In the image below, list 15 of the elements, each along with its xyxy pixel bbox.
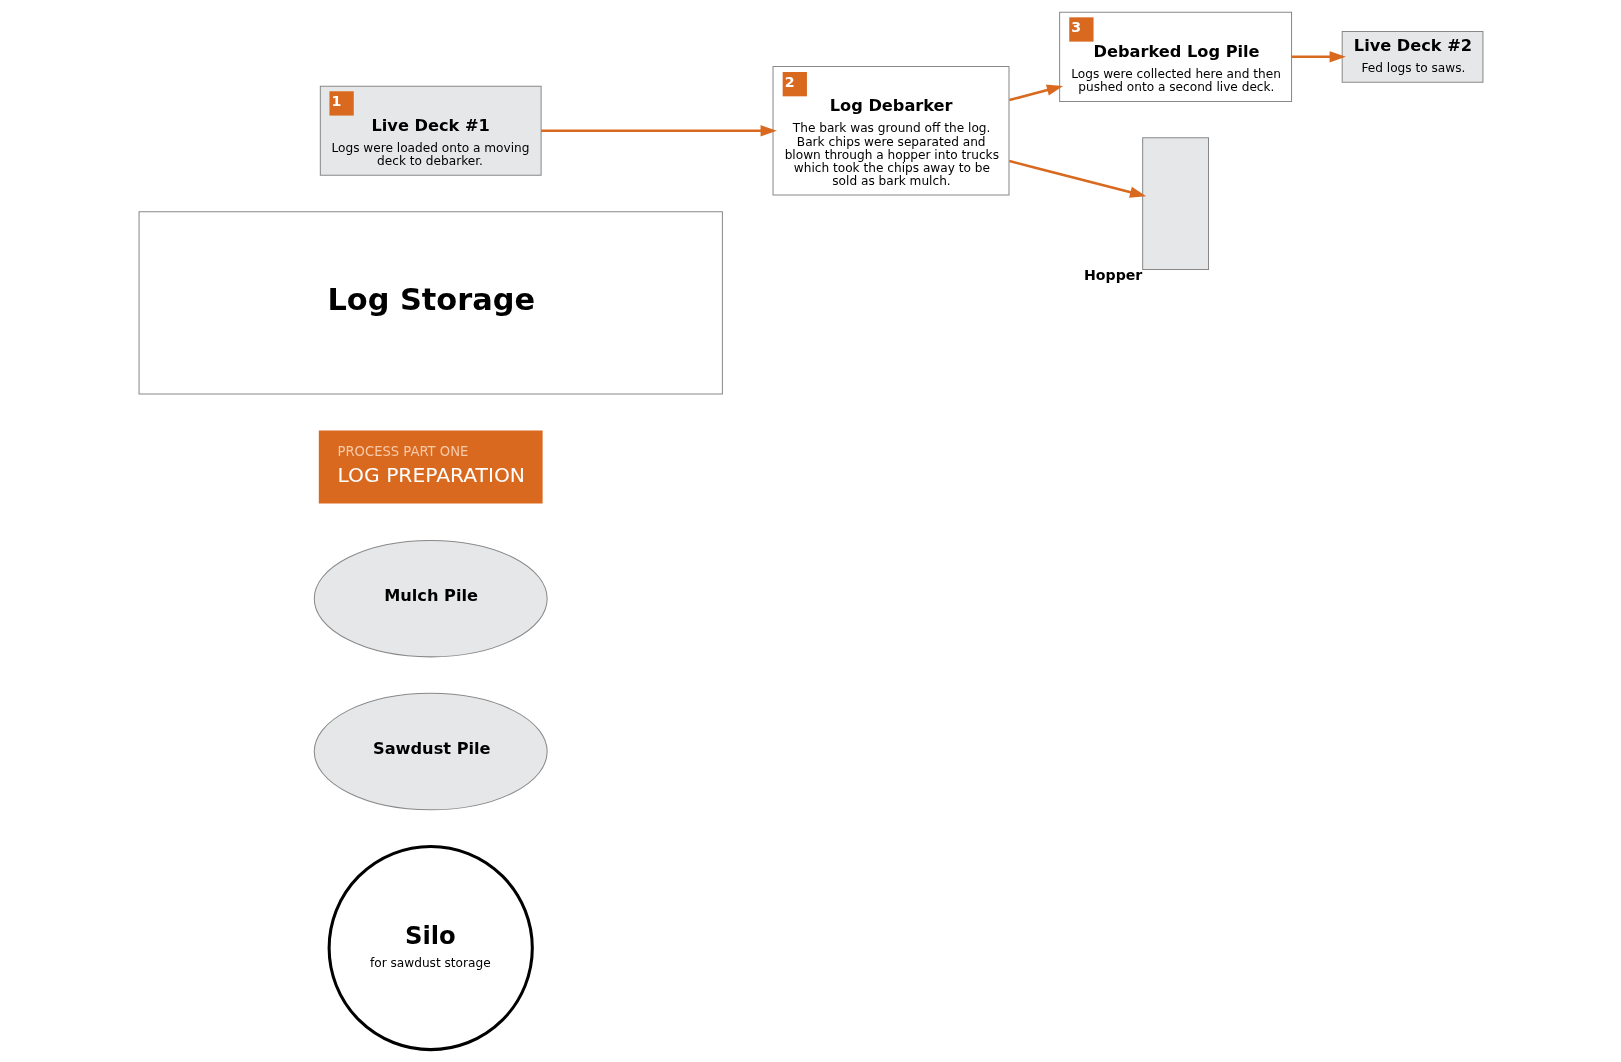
node-box: 2 Log Debarker The bark was ground off the log. Bark chips were separated and blown through a hopper into trucks which took the chips away to be sold as bark mulch. — [772, 65, 1009, 196]
node-box: Live Deck #2 Fed logs to saws. — [1341, 31, 1483, 83]
node-box: 3 Debarked Log Pile Logs were collected here and then pushed onto a second live deck. — [1058, 11, 1292, 102]
arrow — [1008, 159, 1146, 198]
node-circle: Silo for sawdust storage — [327, 844, 534, 1052]
node-box: Log Storage — [138, 211, 723, 395]
node-ellipse: Mulch Pile — [313, 539, 548, 658]
arrow — [540, 125, 777, 137]
node-box: PROCESS PART ONE LOG PREPARATION — [318, 430, 543, 504]
node-box — [1141, 137, 1209, 270]
node-ellipse: Sawdust Pile — [313, 692, 548, 811]
arrow — [1291, 51, 1346, 63]
arrow — [1008, 84, 1063, 102]
node-label: Hopper — [1083, 266, 1142, 283]
node-box: 1 Live Deck #1 Logs were loaded onto a moving deck to debarker. — [319, 85, 542, 176]
